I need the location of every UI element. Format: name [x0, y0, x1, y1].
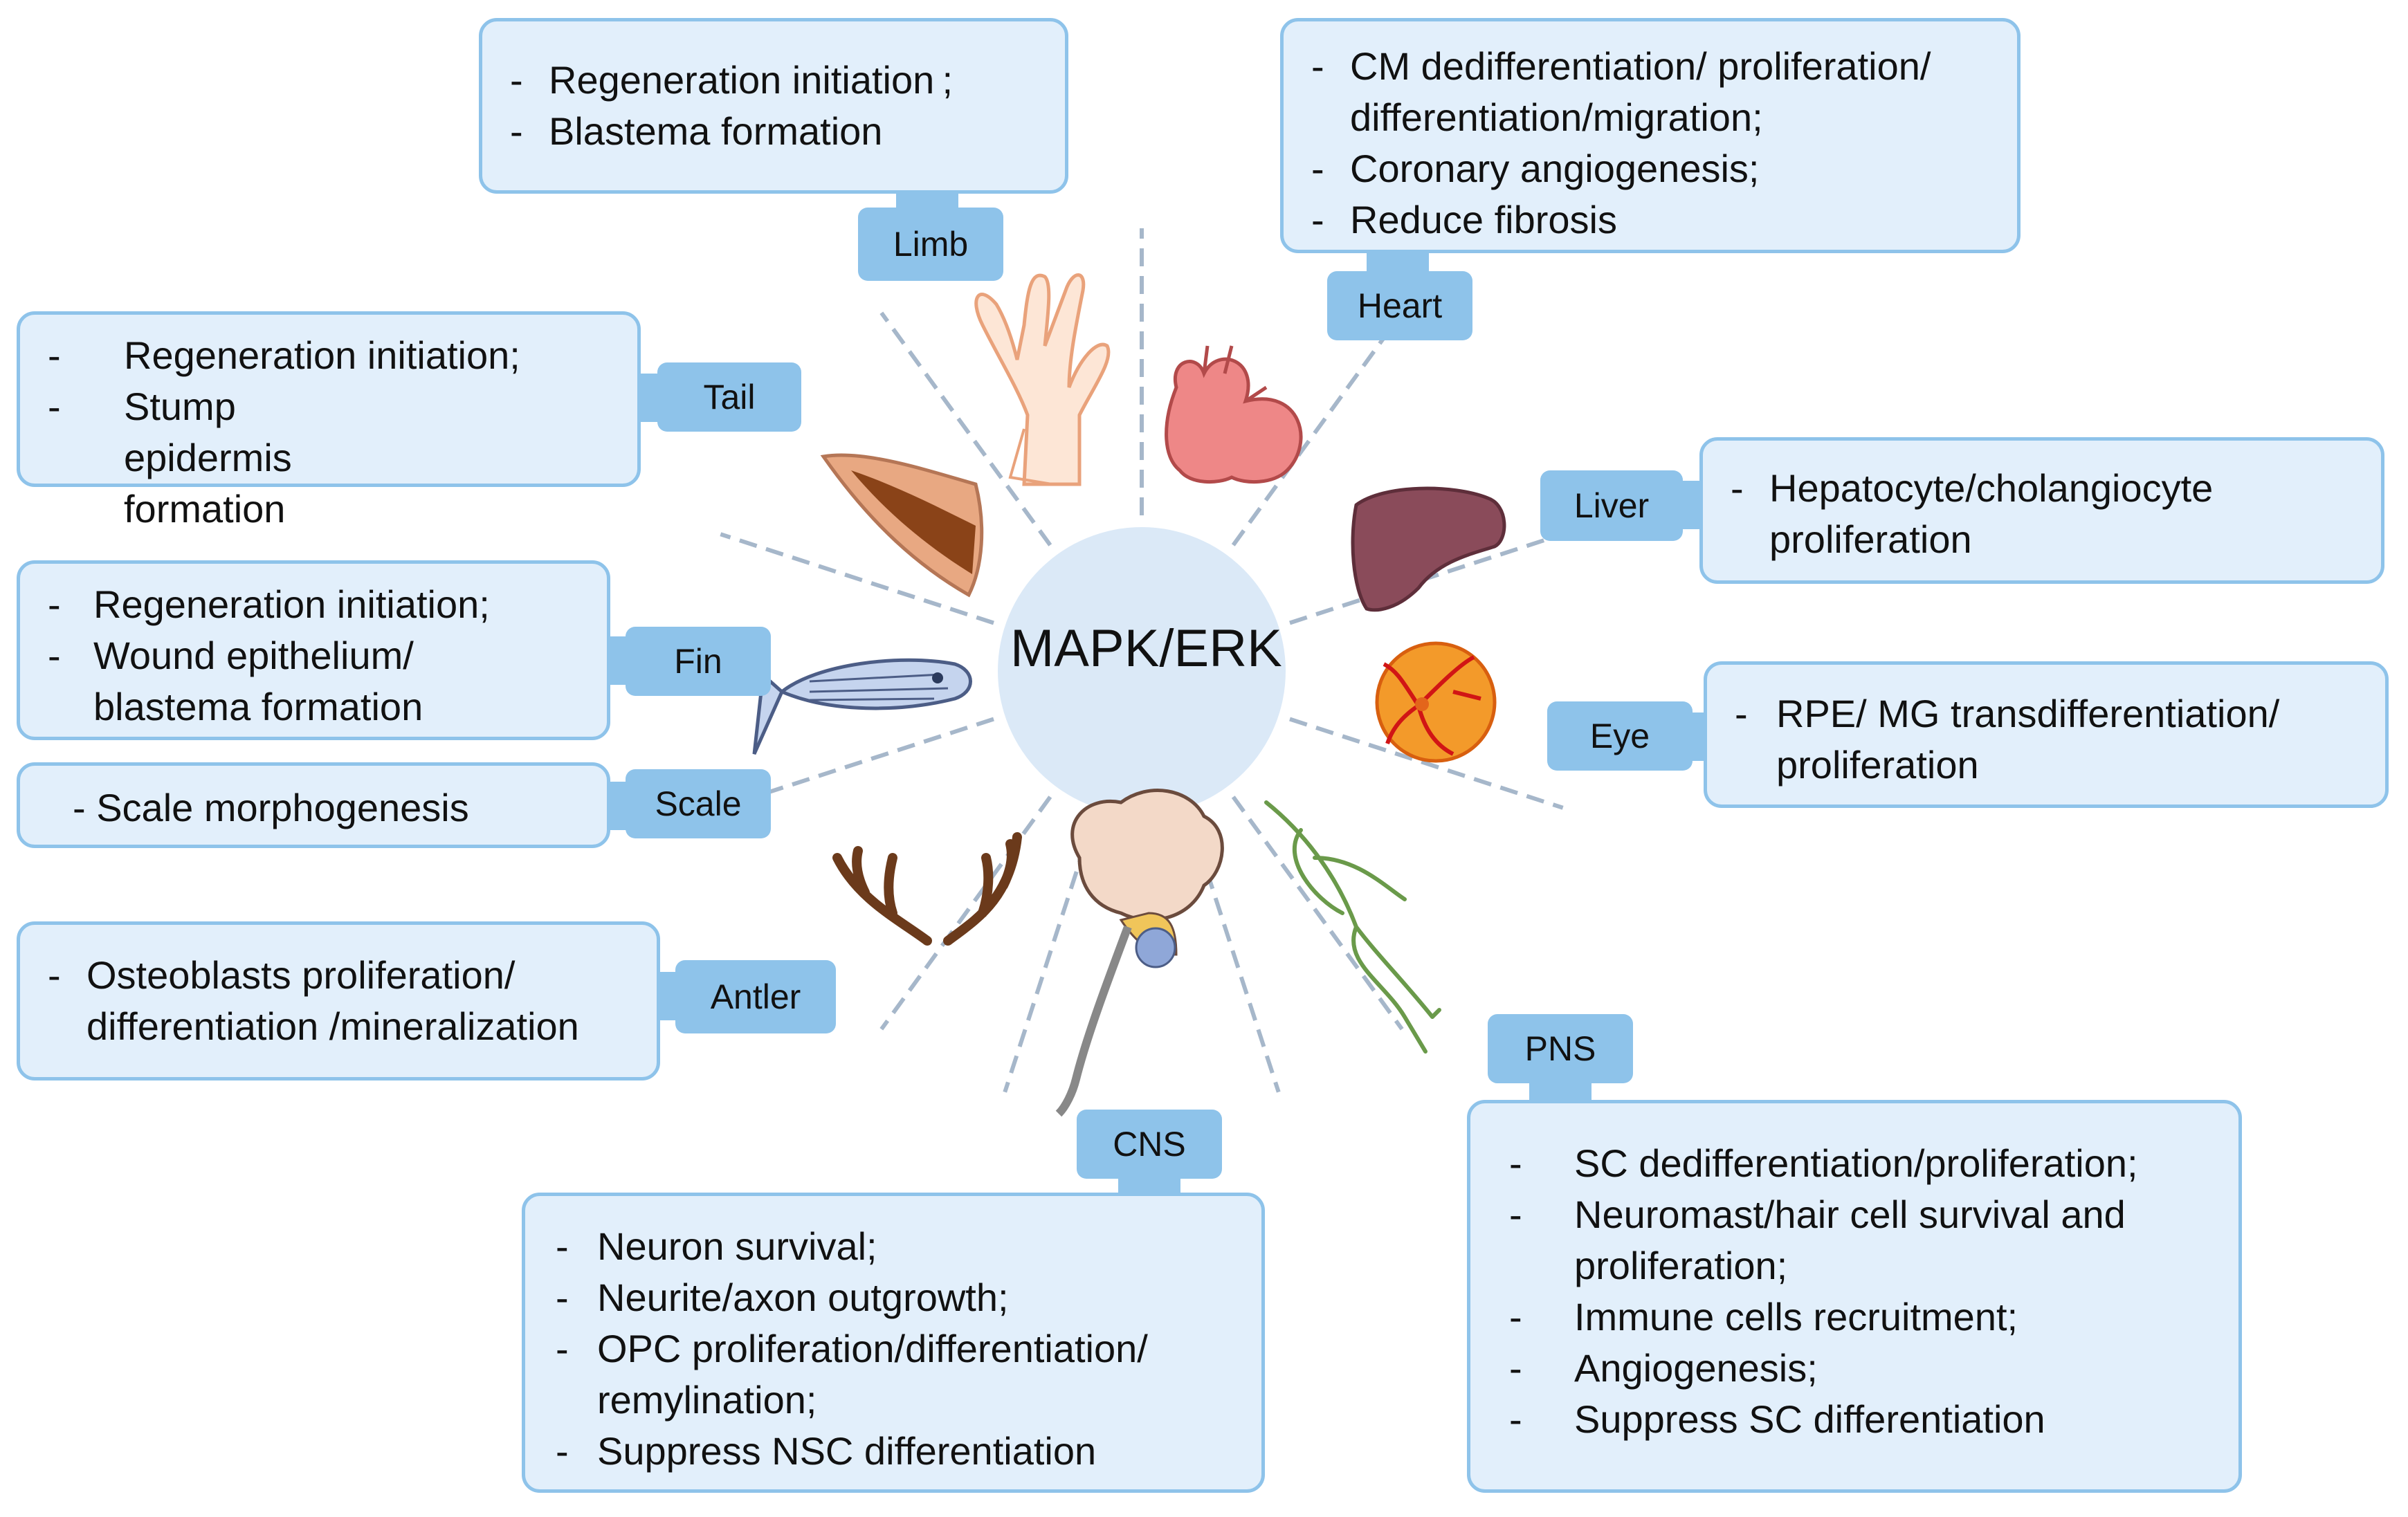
scale-box: - Scale morphogenesis [17, 762, 610, 848]
cns-tag: CNS [1077, 1110, 1222, 1179]
ray-line [1187, 818, 1281, 1093]
pns-item-5: -Suppress SC differentiation [1509, 1397, 2045, 1441]
heart-item-3: -Reduce fibrosis [1311, 198, 1617, 241]
fin-box: -Regeneration initiation; -Wound epithel… [17, 560, 610, 740]
tail-item-2: -Stump epidermis formation [48, 385, 292, 531]
ray-line [720, 532, 994, 625]
heart-item-1: -CM dedifferentiation/ proliferation/ di… [1311, 44, 1931, 139]
scale-item-1: - Scale morphogenesis [73, 786, 469, 829]
cns-item-4: -Suppress NSC differentiation [556, 1429, 1097, 1473]
liver-item-1: -Hepatocyte/cholangiocyte proliferation [1731, 466, 2214, 561]
ray-line [1231, 796, 1404, 1031]
fin-item-2: -Wound epithelium/ blastema formation [48, 634, 423, 728]
cns-box: -Neuron survival; -Neurite/axon outgrowt… [522, 1193, 1265, 1493]
center-label: MAPK/ERK [1010, 619, 1282, 678]
hand-icon [974, 273, 1111, 486]
limb-box: -Regeneration initiation ; -Blastema for… [479, 18, 1068, 194]
antler-item-1: -Osteoblasts proliferation/ differentiat… [48, 953, 579, 1048]
tail-tag: Tail [657, 362, 801, 432]
ray-line [879, 796, 1052, 1031]
heart-organ-icon [1165, 345, 1303, 484]
heart-tag: Heart [1327, 271, 1472, 340]
tail-item-1: -Regeneration initiation; [48, 333, 520, 377]
antler-box: -Osteoblasts proliferation/ differentiat… [17, 921, 660, 1081]
limb-tag: Limb [858, 208, 1003, 281]
pns-item-2: -Neuromast/hair cell survival and prolif… [1509, 1193, 2126, 1287]
eye-item-1: -RPE/ MG transdifferentiation/ prolifera… [1735, 692, 2280, 787]
pns-box: -SC dedifferentiation/proliferation; -Ne… [1467, 1100, 2242, 1493]
fin-item-1: -Regeneration initiation; [48, 582, 490, 626]
ray-line [1289, 717, 1564, 810]
liver-tag: Liver [1540, 470, 1683, 541]
cns-item-1: -Neuron survival; [556, 1224, 877, 1268]
eye-retina-icon [1375, 641, 1497, 763]
limb-item-2: -Blastema formation [510, 109, 883, 153]
scale-tag: Scale [626, 769, 771, 838]
heart-item-2: -Coronary angiogenesis; [1311, 147, 1760, 190]
pns-item-3: -Immune cells recruitment; [1509, 1295, 2018, 1339]
pns-connector [1529, 1083, 1591, 1101]
brain-icon [1055, 789, 1224, 1117]
limb-item-1: -Regeneration initiation ; [510, 58, 954, 102]
pns-tag: PNS [1488, 1014, 1633, 1083]
liver-icon [1351, 486, 1506, 612]
cns-item-2: -Neurite/axon outgrowth; [556, 1276, 1009, 1319]
eye-tag: Eye [1547, 701, 1693, 771]
center-circle [998, 527, 1286, 815]
ray-line [1231, 311, 1404, 546]
heart-connector [1367, 253, 1429, 271]
pns-item-4: -Angiogenesis; [1509, 1346, 1818, 1390]
tail-box: -Regeneration initiation; -Stump epiderm… [17, 311, 641, 531]
liver-box: -Hepatocyte/cholangiocyte proliferation [1699, 437, 2384, 584]
pns-item-1: -SC dedifferentiation/proliferation; [1509, 1141, 2138, 1185]
heart-box: -CM dedifferentiation/ proliferation/ di… [1280, 18, 2021, 253]
ray-line [879, 311, 1052, 546]
tail-icon [820, 453, 984, 598]
cns-item-3: -OPC proliferation/differentiation/ remy… [556, 1327, 1148, 1422]
eye-box: -RPE/ MG transdifferentiation/ prolifera… [1704, 661, 2389, 808]
antler-icon [832, 832, 1022, 946]
antler-tag: Antler [675, 960, 836, 1033]
fish-icon [749, 658, 972, 755]
ray-line [1003, 818, 1096, 1093]
nervous-system-icon [1264, 800, 1441, 1054]
fin-tag: Fin [626, 627, 771, 696]
